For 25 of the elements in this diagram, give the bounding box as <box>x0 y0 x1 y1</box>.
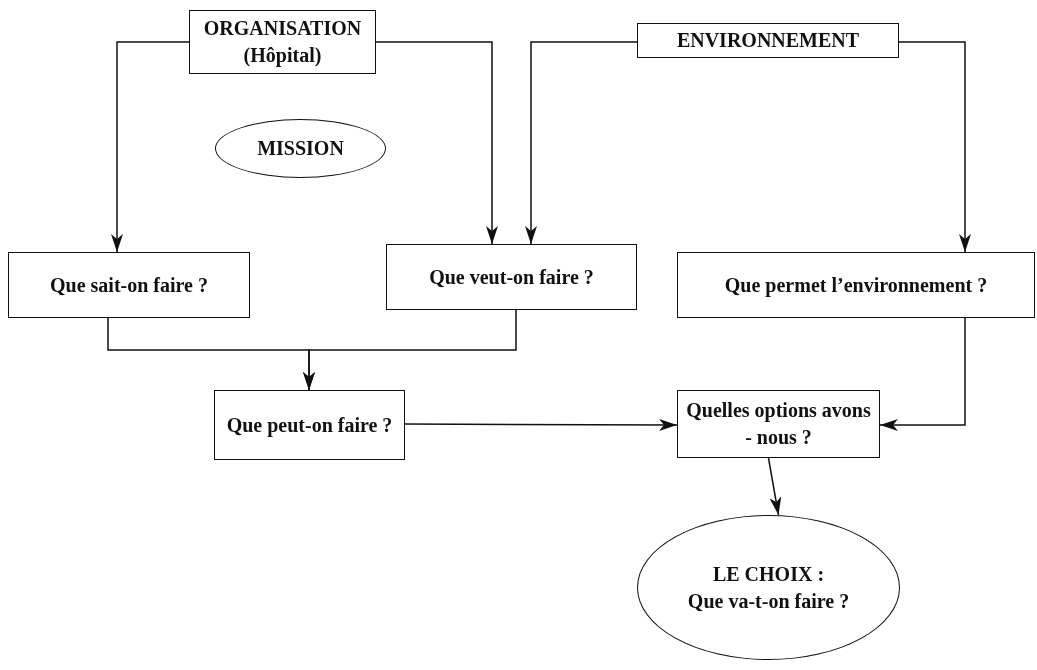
node-label: LE CHOIX : <box>711 561 826 587</box>
node-label: Que veut-on faire ? <box>428 264 595 290</box>
node-label: ENVIRONNEMENT <box>675 28 861 53</box>
node-label: Que va-t-on faire ? <box>686 588 851 614</box>
node-label: Que peut-on faire ? <box>225 412 394 439</box>
arrow <box>767 457 782 516</box>
node-label: ORGANISATION (Hôpital) <box>202 16 363 69</box>
process-box <box>8 252 250 318</box>
process-box <box>386 244 637 310</box>
arrow <box>303 309 517 391</box>
process-box <box>189 10 376 74</box>
node-label: MISSION <box>256 136 345 161</box>
process-box <box>214 390 405 460</box>
arrow <box>375 41 498 245</box>
arrow <box>879 317 966 431</box>
arrow <box>111 41 190 253</box>
arrow <box>404 418 678 431</box>
arrow <box>525 41 638 245</box>
arrow <box>898 41 971 253</box>
process-box <box>637 23 899 58</box>
process-box <box>677 390 880 458</box>
node-label: Quelles options avons - nous ? <box>685 398 872 450</box>
node-label: Que sait-on faire ? <box>49 272 209 298</box>
process-box <box>677 252 1035 318</box>
node-label: Que permet l’environnement ? <box>723 272 989 299</box>
